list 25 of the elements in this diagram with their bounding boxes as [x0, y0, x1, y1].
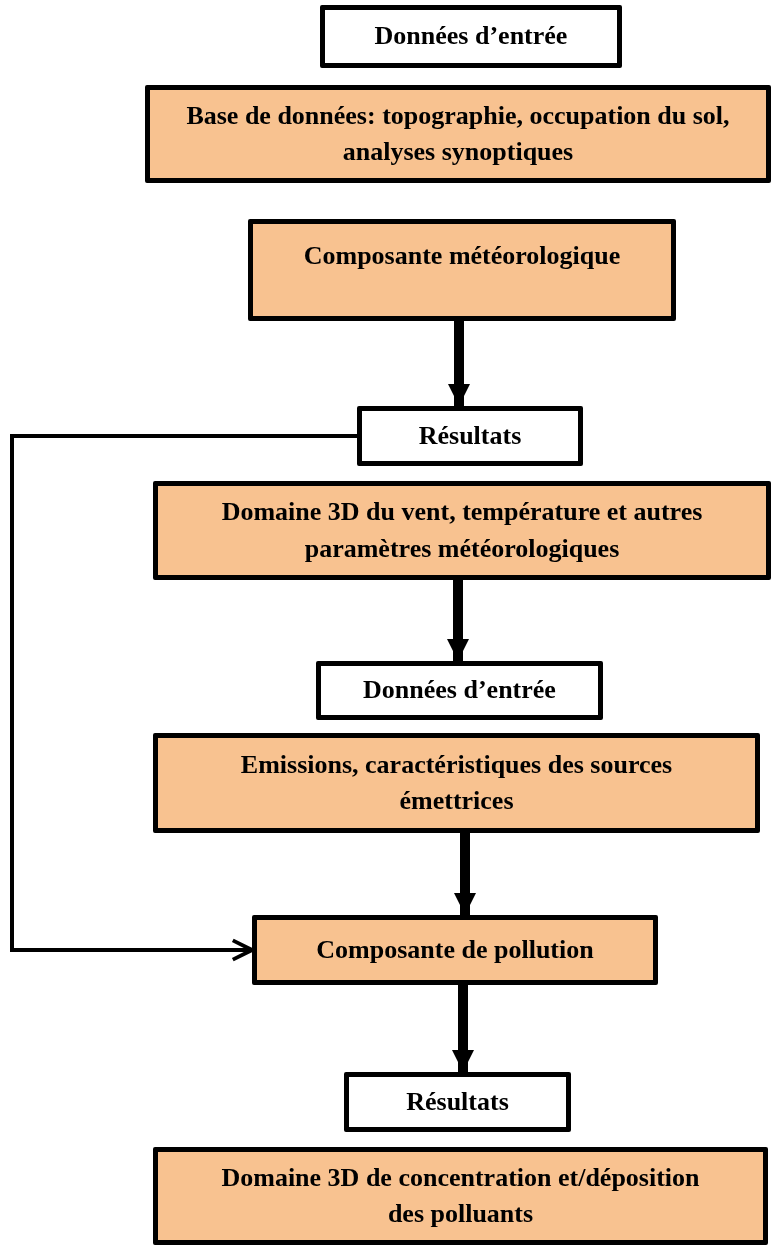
- header-box: [320, 5, 622, 68]
- box-label: Données d’entrée: [374, 20, 568, 53]
- process-box: [153, 733, 760, 833]
- process-box: [153, 481, 771, 580]
- box-label: Résultats: [418, 419, 522, 452]
- box-label: Domaine 3D de concentration et/déposition des polluants: [220, 1161, 701, 1230]
- box-label: Emissions, caractéristiques des sources émettrices: [239, 748, 674, 817]
- header-box: [344, 1072, 571, 1132]
- process-box: [252, 915, 658, 985]
- header-box: [316, 661, 603, 720]
- arrow: [448, 321, 470, 406]
- box-label: Composante de pollution: [316, 933, 594, 966]
- arrow: [454, 833, 476, 915]
- box-label: Domaine 3D du vent, température et autres paramètres météorologiques: [220, 496, 704, 565]
- box-label: Base de données: topographie, occupation du sol, analyses synoptiques: [185, 99, 731, 168]
- process-box: [153, 1147, 768, 1245]
- box-label: Résultats: [406, 1085, 509, 1118]
- process-box: [248, 219, 676, 321]
- header-box: [357, 406, 583, 466]
- arrow: [447, 580, 469, 661]
- box-label: Composante météorologique: [303, 240, 621, 272]
- arrow: [10, 434, 357, 962]
- arrow: [452, 985, 474, 1072]
- process-box: [145, 85, 771, 183]
- box-label: Données d’entrée: [363, 674, 556, 707]
